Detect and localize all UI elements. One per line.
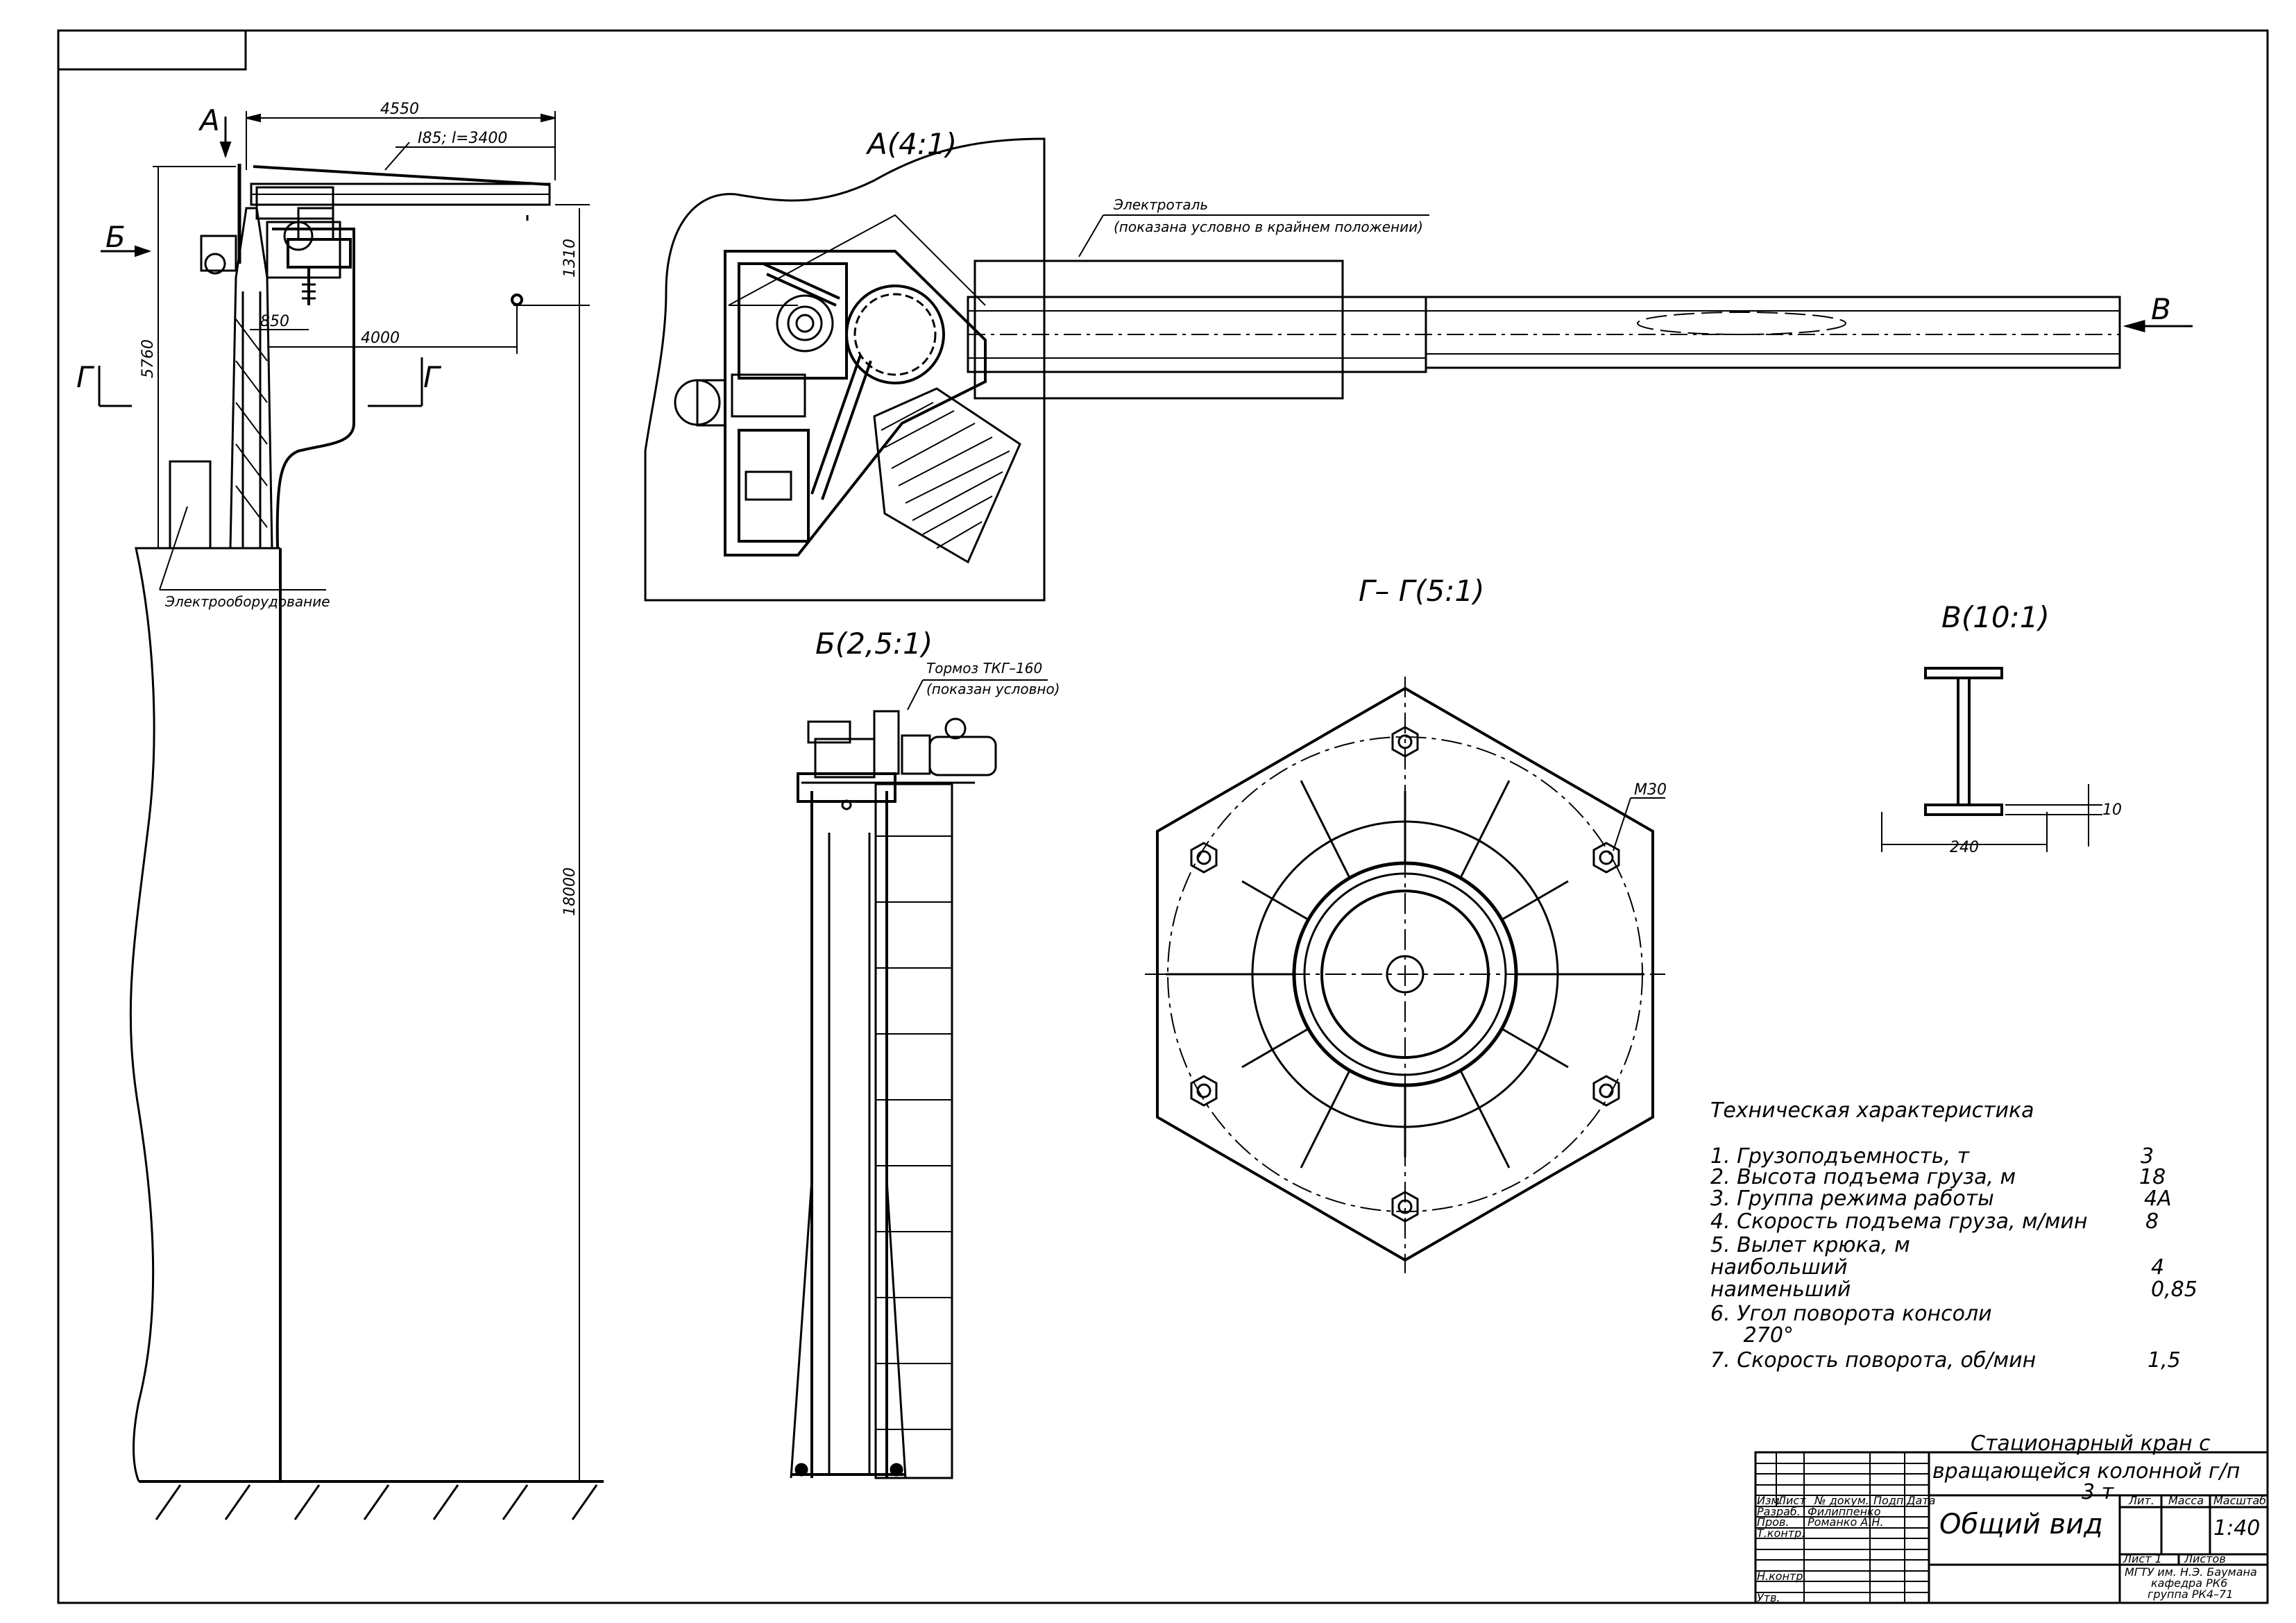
view-title-b: Б(2,5:1) [815, 627, 933, 661]
name-dev: Филиппенко [1808, 1505, 1881, 1518]
doc-number-box [57, 29, 247, 71]
dim-240: 240 [1950, 839, 1979, 856]
hdr-doc: № докум. [1814, 1494, 1869, 1507]
dim-4550: 4550 [380, 101, 419, 118]
spec-row-10-label: 7. Скорость поворота, об/мин [1710, 1348, 2036, 1373]
view-title-a: A(4:1) [865, 127, 957, 161]
title-line-3: 3 т [2082, 1480, 2115, 1504]
labels: A(4:1) Б(2,5:1) Г– Г(5:1) В(10:1) А Б Г … [76, 101, 2266, 1604]
hdr-sign: Подп. [1873, 1494, 1907, 1507]
spec-row-5-label: 5. Вылет крюка, м [1710, 1233, 1910, 1257]
callout-brake: Тормоз ТКГ–160 [926, 660, 1042, 677]
org-line-2: кафедра РК6 [2151, 1577, 2227, 1590]
spec-row-6-value: 4 [2151, 1255, 2164, 1280]
hdr-list: Лист [1777, 1494, 1806, 1507]
spec-row-7-label: наименьший [1710, 1277, 1851, 1302]
sheets-total: Листов [2184, 1552, 2226, 1565]
hdr-date: Дата [1906, 1494, 1935, 1507]
spec-row-1-label: 1. Грузоподъемность, т [1710, 1144, 1971, 1169]
crane-elevation [129, 164, 604, 1520]
dim-i85: I85; l=3400 [418, 130, 507, 147]
role-tcontr: Т.контр. [1757, 1527, 1805, 1540]
role-ncontr: Н.контр. [1757, 1570, 1807, 1583]
view-title-g: Г– Г(5:1) [1359, 574, 1485, 608]
col-lit: Лит. [2128, 1494, 2154, 1507]
sheet-number: Лист 1 [2123, 1552, 2162, 1565]
hdr-izm: Изм. [1757, 1494, 1783, 1507]
title-block-frame [1754, 1451, 2269, 1604]
spec-row-2-label: 2. Высота подъема груза, м [1710, 1165, 2016, 1189]
scale-value: 1:40 [2213, 1516, 2260, 1540]
callout-electrotal: Электроталь [1113, 196, 1208, 213]
drawing-frame [57, 29, 2269, 1604]
spec-row-8-label: 6. Угол поворота консоли [1710, 1302, 1992, 1326]
spec-row-4-label: 4. Скорость подъема груза, м/мин [1710, 1209, 2088, 1234]
section-mark-b: Б [105, 220, 126, 254]
col-scale: Масштаб [2213, 1494, 2266, 1507]
left-dimensions [98, 111, 604, 1482]
name-check: Романко А.Н. [1808, 1515, 1883, 1529]
dim-10: 10 [2102, 801, 2122, 819]
col-mass: Масса [2168, 1494, 2204, 1507]
view-a-plan [644, 137, 2193, 602]
spec-row-6-label: наибольший [1710, 1255, 1848, 1280]
dim-1310: 1310 [561, 239, 579, 278]
view-g-flange [1145, 677, 1665, 1273]
title-line-1: Стационарный кран с [1971, 1431, 2211, 1456]
org-line-3: группа РК4–71 [2148, 1588, 2233, 1601]
dim-m30: M30 [1634, 781, 1667, 799]
role-appr: Утв. [1757, 1591, 1780, 1604]
role-dev: Разраб. [1757, 1505, 1801, 1518]
org-line-1: МГТУ им. Н.Э. Баумана [2125, 1565, 2257, 1579]
section-mark-a: А [198, 103, 220, 137]
dim-4000: 4000 [361, 330, 400, 347]
callout-electrotal-note: (показана условно в крайнем положении) [1114, 219, 1423, 235]
section-mark-g-right: Г [423, 360, 442, 394]
spec-row-3-value: 4А [2144, 1187, 2172, 1211]
spec-row-9-label: 270° [1710, 1323, 1794, 1348]
dim-18000: 18000 [561, 867, 579, 916]
view-v-ibeam [1881, 667, 2102, 852]
role-check: Пров. [1757, 1515, 1789, 1529]
specs-title: Техническая характеристика [1710, 1098, 2034, 1123]
section-mark-v: В [2151, 292, 2171, 326]
callout-brake-note: (показан условно) [926, 681, 1060, 697]
dim-5760: 5760 [139, 339, 157, 378]
drawing-subtitle: Общий вид [1939, 1509, 2103, 1540]
spec-row-1-value: 3 [2141, 1144, 2154, 1169]
section-mark-g-left: Г [76, 360, 95, 394]
spec-row-7-value: 0,85 [2151, 1277, 2197, 1302]
spec-row-10-value: 1,5 [2148, 1348, 2181, 1373]
spec-row-2-value: 18 [2139, 1165, 2166, 1189]
title-line-2: вращающейся колонной г/п [1932, 1459, 2240, 1484]
callout-equipment: Электрооборудование [164, 593, 330, 610]
dim-850: 850 [260, 313, 289, 330]
spec-row-4-value: 8 [2145, 1209, 2159, 1234]
view-b-column [790, 679, 1048, 1479]
view-title-v: В(10:1) [1941, 600, 2050, 634]
spec-row-3-label: 3. Группа режима работы [1710, 1187, 1994, 1211]
